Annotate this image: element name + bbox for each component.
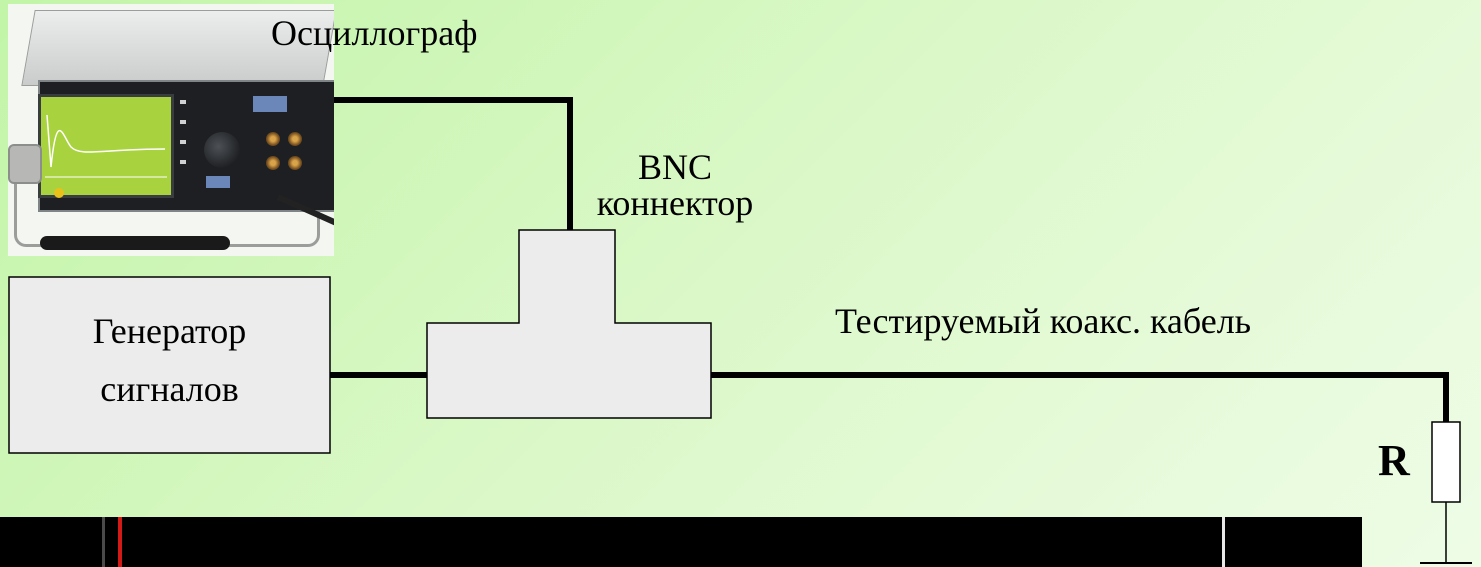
oscilloscope-port-icon (253, 96, 287, 112)
circuit-diagram (8, 97, 1461, 517)
power-led-icon (54, 188, 64, 198)
bail-grip (40, 236, 230, 250)
button-icon (180, 140, 186, 144)
ground-symbol-icon (1420, 517, 1472, 564)
bnc-port-icon (288, 156, 302, 170)
bnc-port-icon (266, 132, 280, 146)
oscilloscope-wire (334, 97, 573, 232)
resistor-symbol-icon (1431, 421, 1461, 503)
button-icon (180, 160, 186, 164)
connector-label-line1: BNC (637, 147, 713, 187)
bnc-port-icon (266, 156, 280, 170)
button-icon (180, 120, 186, 124)
coax-cable-label: Тестируемый коакс. кабель (835, 301, 1252, 341)
cursor-marker (118, 517, 122, 567)
display-trace-marker (1222, 517, 1225, 567)
generator-label-line1: Генератор (92, 311, 247, 351)
oscilloscope-photo (8, 4, 334, 256)
waveform-trace-icon (45, 114, 167, 178)
resistor-label: R (1378, 436, 1410, 485)
side-handle (8, 144, 42, 184)
oscilloscope-port-icon (206, 176, 230, 188)
generator-box (8, 276, 331, 454)
oscilloscope-knob (204, 132, 240, 168)
reflectometer-display (0, 517, 1362, 567)
bnc-port-icon (288, 132, 302, 146)
bnc-connector-shape (426, 229, 712, 419)
oscilloscope-label: Осциллограф (271, 13, 478, 53)
coax-cable-line (711, 372, 1449, 422)
display-gridline (102, 517, 105, 567)
button-icon (180, 100, 186, 104)
oscilloscope-screen (38, 94, 174, 198)
connector-label-line2: коннектор (596, 183, 754, 223)
generator-label-line2: сигналов (100, 369, 239, 409)
